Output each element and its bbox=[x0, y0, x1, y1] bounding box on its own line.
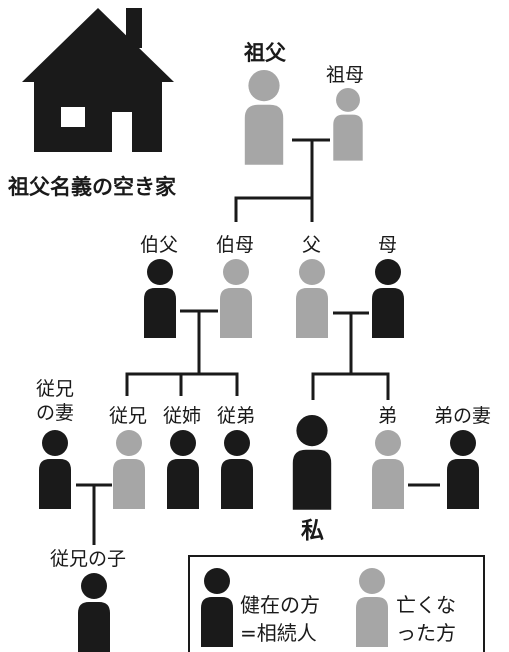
figure-head bbox=[336, 88, 360, 112]
uncle-aunt-children-bar bbox=[125, 372, 239, 396]
figure-head bbox=[299, 259, 325, 285]
brother-wife-figure bbox=[447, 430, 479, 509]
father-label: 父 bbox=[302, 234, 322, 256]
figure-body bbox=[447, 459, 479, 509]
legend-deceased-line1: 亡くな bbox=[396, 593, 456, 617]
cousin-younger-figure bbox=[221, 430, 253, 509]
figure-body bbox=[296, 288, 328, 338]
cousin-younger-label: 従弟 bbox=[217, 405, 256, 427]
figure-body bbox=[220, 288, 252, 338]
grandfather-figure bbox=[244, 70, 284, 165]
cousin-male-figure bbox=[113, 430, 145, 509]
cousin-wife-figure bbox=[39, 430, 71, 509]
figure-body bbox=[78, 602, 110, 652]
figure-body bbox=[201, 597, 233, 647]
mother-label: 母 bbox=[378, 234, 398, 256]
figure-head bbox=[147, 259, 173, 285]
figure-head bbox=[375, 259, 401, 285]
brother-label: 弟 bbox=[378, 405, 398, 427]
figure-head bbox=[248, 70, 280, 102]
brother-wife-label: 弟の妻 bbox=[434, 405, 492, 427]
figure-body bbox=[39, 459, 71, 509]
legend-alive-line2: =相続人 bbox=[240, 621, 317, 645]
house-caption: 祖父名義の空き家 bbox=[8, 175, 176, 199]
figure-body bbox=[372, 459, 404, 509]
cousin-child-figure bbox=[78, 573, 110, 652]
figure-body bbox=[144, 288, 176, 338]
grandparents-children-bar bbox=[234, 196, 314, 222]
figure-body bbox=[356, 597, 388, 647]
connector-lines bbox=[76, 138, 440, 545]
legend-alive-figure bbox=[201, 568, 233, 647]
house-icon bbox=[22, 8, 174, 152]
figure-body bbox=[292, 449, 332, 510]
figure-body bbox=[167, 459, 199, 509]
cousin-child-label: 従兄の子 bbox=[50, 548, 127, 570]
mother-figure bbox=[372, 259, 404, 338]
uncle-label: 伯父 bbox=[140, 234, 179, 256]
legend-deceased-line2: った方 bbox=[396, 621, 456, 645]
me-figure bbox=[292, 415, 332, 510]
figure-head bbox=[296, 415, 328, 447]
figure-head bbox=[359, 568, 385, 594]
figure-body bbox=[372, 288, 404, 338]
parents-children-bar bbox=[311, 372, 390, 400]
grandfather-label: 祖父 bbox=[244, 41, 286, 65]
figure-body bbox=[244, 104, 284, 165]
figure-body bbox=[333, 114, 363, 161]
figure-head bbox=[223, 259, 249, 285]
figure-body bbox=[113, 459, 145, 509]
uncle-figure bbox=[144, 259, 176, 338]
figure-head bbox=[42, 430, 68, 456]
figure-head bbox=[170, 430, 196, 456]
cousin-wife-label-line2: の妻 bbox=[36, 402, 75, 424]
legend-alive-line1: 健在の方 bbox=[240, 593, 320, 617]
cousin-wife-label-line1: 従兄 bbox=[36, 378, 75, 400]
cousin-female-label: 従姉 bbox=[163, 405, 202, 427]
grandmother-figure bbox=[333, 88, 363, 161]
cousin-male-label: 従兄 bbox=[109, 405, 148, 427]
figure-head bbox=[375, 430, 401, 456]
figure-head bbox=[204, 568, 230, 594]
figure-head bbox=[116, 430, 142, 456]
aunt-label: 伯母 bbox=[216, 234, 255, 256]
legend-box bbox=[188, 555, 485, 652]
legend-deceased-figure bbox=[356, 568, 388, 647]
figure-head bbox=[450, 430, 476, 456]
aunt-figure bbox=[220, 259, 252, 338]
figure-body bbox=[221, 459, 253, 509]
brother-figure bbox=[372, 430, 404, 509]
me-label: 私 bbox=[301, 518, 324, 544]
cousin-female-figure bbox=[167, 430, 199, 509]
grandmother-label: 祖母 bbox=[326, 64, 365, 86]
figure-head bbox=[81, 573, 107, 599]
figure-head bbox=[224, 430, 250, 456]
father-figure bbox=[296, 259, 328, 338]
